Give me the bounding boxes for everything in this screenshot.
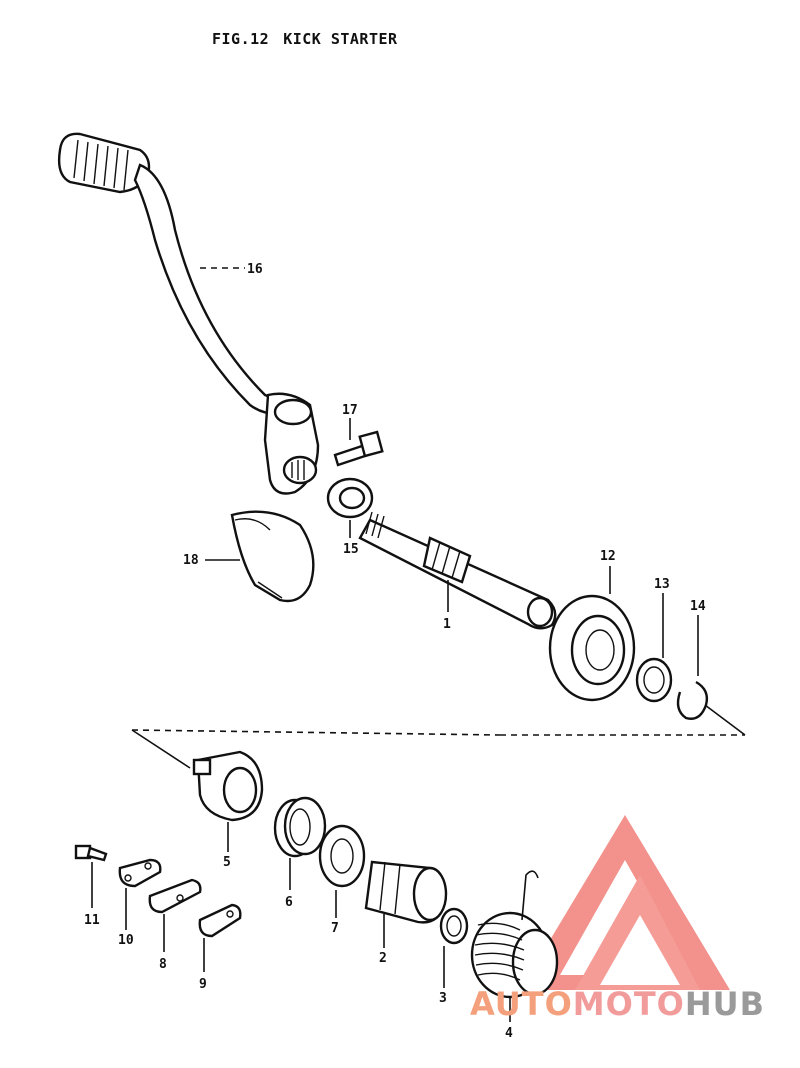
boot-cover-part [230, 510, 315, 603]
spring-coils [474, 922, 525, 981]
callout-11: 11 [84, 913, 100, 928]
shaft-splines [365, 511, 461, 579]
callout-1: 1 [443, 617, 451, 632]
cam-plate-part [198, 903, 242, 938]
kick-lever-part [57, 132, 320, 495]
connector-lines [131, 704, 746, 769]
callout-3: 3 [439, 991, 447, 1006]
callout-15: 15 [343, 542, 359, 557]
spacer-washer-part [318, 824, 366, 888]
bolt-part [333, 430, 384, 467]
callout-8: 8 [159, 957, 167, 972]
stopper-plate-part [118, 858, 162, 888]
washer-part [635, 657, 673, 703]
callout-16: 16 [247, 262, 263, 277]
figure-number: FIG.12 [212, 30, 270, 48]
small-circlip-part [439, 907, 469, 945]
callout-13: 13 [654, 577, 670, 592]
callout-6: 6 [285, 895, 293, 910]
callout-17: 17 [342, 403, 358, 418]
kick-shaft-part [358, 511, 557, 630]
small-bolt-part [74, 844, 108, 862]
lever-grip-ribs [73, 139, 129, 191]
watermark-text: AUTOMOTOHUB [470, 985, 765, 1023]
kick-gear-part [548, 594, 636, 702]
callout-labels: 16 17 15 18 1 12 13 14 5 6 7 2 3 4 11 10… [84, 262, 706, 1041]
kick-guide-part [192, 750, 264, 822]
circlip-part [676, 680, 709, 720]
callout-2: 2 [379, 951, 387, 966]
callout-12: 12 [600, 549, 616, 564]
leader-lines [91, 267, 699, 1022]
callout-9: 9 [199, 977, 207, 992]
callout-7: 7 [331, 921, 339, 936]
watermark-logo [520, 815, 730, 990]
watermark-part-auto: AUTO [470, 985, 573, 1023]
oil-seal-part [326, 477, 374, 519]
figure-name: KICK STARTER [283, 30, 398, 48]
callout-18: 18 [183, 553, 199, 568]
callout-14: 14 [690, 599, 706, 614]
spring-part [273, 796, 327, 858]
callout-5: 5 [223, 855, 231, 870]
guide-plate-part [148, 878, 202, 914]
drive-collar-part [364, 860, 448, 924]
callout-4: 4 [505, 1026, 513, 1041]
figure-title: FIG.12 KICK STARTER [212, 30, 412, 48]
watermark-part-moto: MOTO [572, 985, 685, 1023]
watermark-part-hub: HUB [684, 985, 766, 1023]
callout-10: 10 [118, 933, 134, 948]
return-spring-part [470, 870, 559, 999]
